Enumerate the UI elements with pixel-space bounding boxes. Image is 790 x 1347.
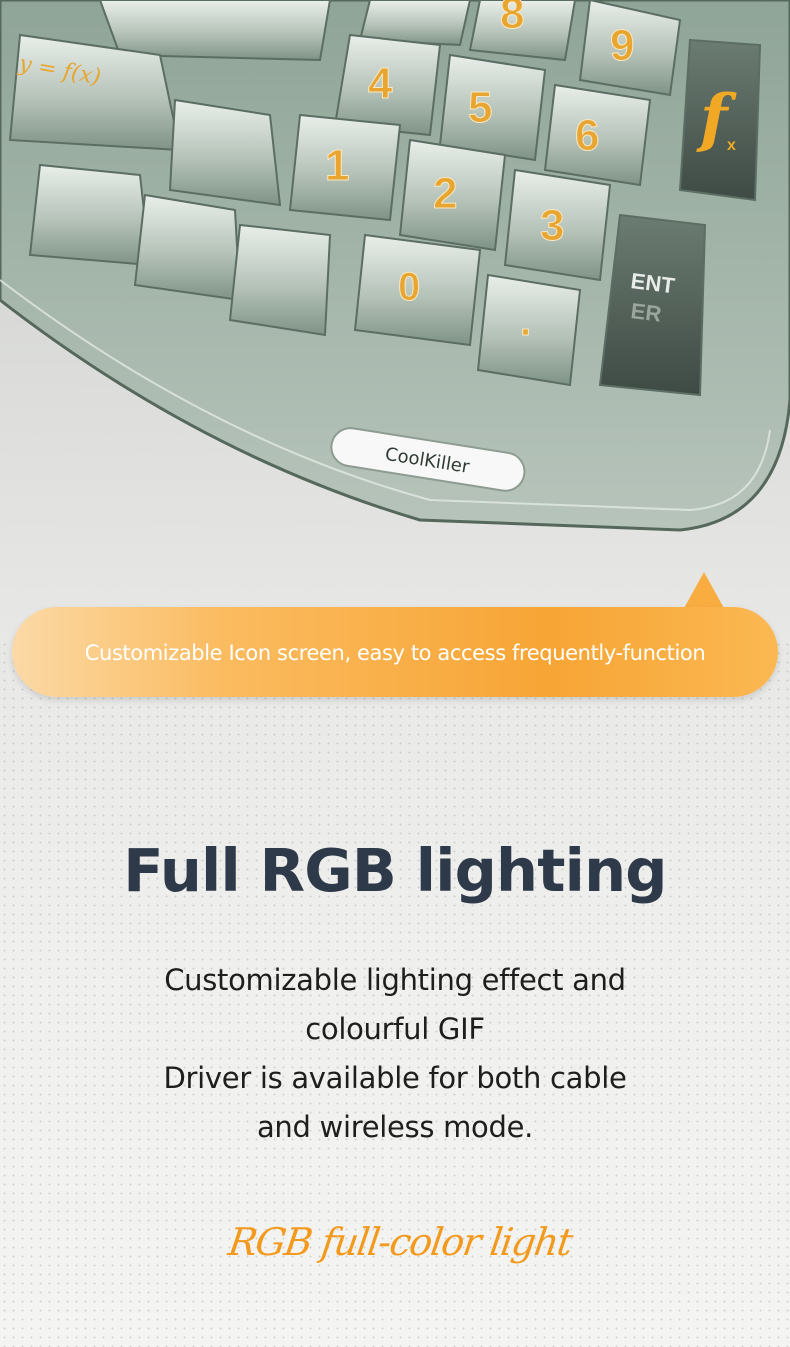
- key-0: 0: [398, 265, 420, 309]
- key-6: 6: [575, 111, 599, 160]
- description-line: Driver is available for both cable: [163, 1061, 627, 1095]
- key-9: 9: [610, 21, 634, 70]
- keyboard-product-image: 8 9 4 5 6 1 2 3 0 . f x ENT ER y = f(x) …: [0, 0, 790, 532]
- key-2: 2: [433, 169, 457, 218]
- description-line: Customizable lighting effect and: [164, 963, 626, 997]
- feature-callout: Customizable Icon screen, easy to access…: [12, 607, 778, 697]
- keycap-group: [8, 0, 762, 397]
- callout-text: Customizable Icon screen, easy to access…: [84, 641, 706, 665]
- section-headline: Full RGB lighting: [123, 836, 667, 905]
- script-caption: RGB full-color light: [225, 1220, 575, 1264]
- key-dot: .: [520, 300, 531, 344]
- key-5: 5: [468, 83, 492, 132]
- svg-text:x: x: [727, 137, 736, 154]
- description-line: and wireless mode.: [256, 1110, 534, 1144]
- brand-badge: CoolKiller: [330, 427, 526, 492]
- description-line: colourful GIF: [305, 1012, 485, 1046]
- callout-pointer: [683, 572, 725, 610]
- svg-text:ER: ER: [629, 298, 662, 327]
- dot-pattern-background: [0, 640, 790, 1347]
- key-4: 4: [368, 59, 393, 108]
- key-8: 8: [500, 0, 524, 38]
- key-3: 3: [540, 201, 564, 250]
- enter-key-label: ENT: [629, 268, 676, 298]
- key-1: 1: [325, 141, 349, 190]
- feature-description: Customizable lighting effect and colourf…: [0, 956, 790, 1152]
